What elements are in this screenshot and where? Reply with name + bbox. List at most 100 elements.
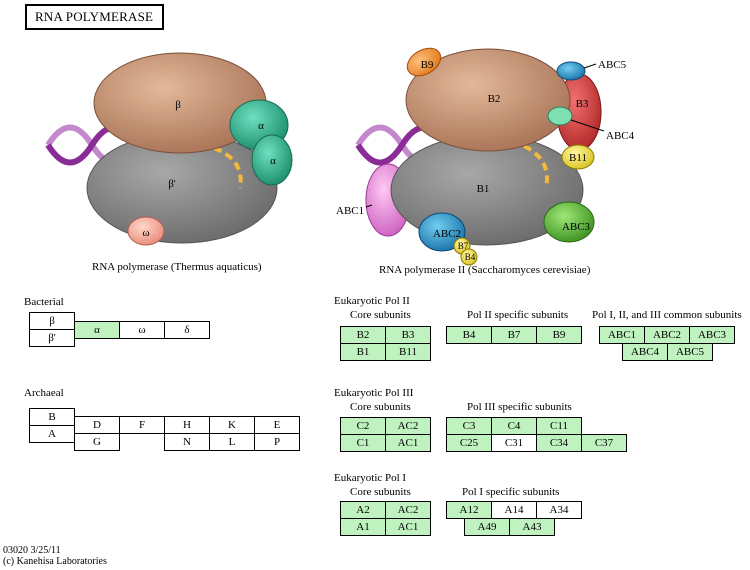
bacterial-table-title: Bacterial (24, 296, 64, 308)
b2-label: B2 (488, 93, 501, 105)
subunit-box[interactable]: H (164, 416, 210, 434)
subunit-box[interactable]: C1 (340, 434, 386, 452)
subunit-box[interactable]: E (254, 416, 300, 434)
subunit-box[interactable]: β (29, 312, 75, 330)
subunit-box[interactable]: A49 (464, 518, 510, 536)
b2-subunit (405, 48, 571, 152)
b1-label: B1 (477, 183, 490, 195)
subunit-box[interactable]: B2 (340, 326, 386, 344)
subunit-box[interactable]: C25 (446, 434, 492, 452)
pol3-table-title: Eukaryotic Pol III (334, 387, 414, 399)
subunit-box[interactable]: N (164, 433, 210, 451)
subunit-box[interactable]: AC2 (385, 501, 431, 519)
subunit-box[interactable]: B (29, 408, 75, 426)
subunit-box[interactable]: A14 (491, 501, 537, 519)
pol1-specific-subunits-title: Pol I specific subunits (462, 486, 560, 498)
abc3-subunit (543, 201, 595, 243)
subunit-box[interactable]: ABC1 (599, 326, 645, 344)
subunit-box[interactable]: A43 (509, 518, 555, 536)
subunit-box[interactable]: F (119, 416, 165, 434)
b9-label: B9 (421, 59, 434, 71)
alpha-subunit-2 (251, 134, 293, 186)
omega-subunit (127, 216, 165, 246)
abc3-label: ABC3 (562, 221, 591, 233)
b4-label: B4 (465, 252, 476, 262)
subunit-box[interactable]: C4 (491, 417, 537, 435)
subunit-box[interactable]: C31 (491, 434, 537, 452)
b4-subunit (460, 248, 478, 266)
abc4-subunit (547, 106, 573, 126)
subunit-box[interactable]: A2 (340, 501, 386, 519)
abc5-subunit (556, 61, 586, 81)
bacterial-polymerase-diagram: β β' α α ω (45, 52, 293, 246)
eukaryotic-polymerase-diagram: B2 B1 B9 ABC5 B3 ABC4 B11 ABC1 ABC2 ABC3… (336, 47, 635, 266)
beta-label: β (175, 99, 181, 111)
subunit-box[interactable]: α (74, 321, 120, 339)
subunit-box[interactable]: C3 (446, 417, 492, 435)
pol2-table-title: Eukaryotic Pol II (334, 295, 410, 307)
subunit-box[interactable]: A34 (536, 501, 582, 519)
abc1-label: ABC1 (336, 205, 364, 217)
subunit-box[interactable]: β' (29, 329, 75, 347)
subunit-box[interactable]: K (209, 416, 255, 434)
eukaryotic-diagram-caption: RNA polymerase II (Saccharomyces cerevis… (379, 264, 591, 276)
subunit-box[interactable]: A (29, 425, 75, 443)
b7-label: B7 (458, 241, 469, 251)
subunit-box[interactable]: C11 (536, 417, 582, 435)
subunit-box[interactable]: C34 (536, 434, 582, 452)
b11-subunit (561, 144, 595, 170)
pol3-specific-subunits-title: Pol III specific subunits (467, 401, 572, 413)
subunit-box[interactable]: ω (119, 321, 165, 339)
rna-transcript (523, 144, 549, 189)
subunit-box[interactable]: B9 (536, 326, 582, 344)
abc1-leader (365, 204, 373, 208)
footer-copyright: (c) Kanehisa Laboratories (3, 556, 107, 567)
subunit-box[interactable]: A1 (340, 518, 386, 536)
subunit-box[interactable]: B11 (385, 343, 431, 361)
abc2-subunit (418, 212, 466, 252)
subunit-box[interactable]: C37 (581, 434, 627, 452)
pol1-table-title: Eukaryotic Pol I (334, 472, 407, 484)
subunit-box[interactable]: G (74, 433, 120, 451)
alpha-label-2: α (270, 155, 276, 167)
alpha-label-1: α (258, 120, 264, 132)
footer-map-id: 03020 3/25/11 (3, 545, 61, 556)
b11-label: B11 (569, 152, 587, 164)
subunit-box[interactable]: AC1 (385, 434, 431, 452)
polymerase-illustrations: β β' α α ω B2 B1 B9 ABC5 B3 ABC4 B11 ABC… (45, 47, 635, 266)
subunit-box[interactable]: C2 (340, 417, 386, 435)
subunit-box[interactable]: A12 (446, 501, 492, 519)
subunit-box[interactable]: B3 (385, 326, 431, 344)
page-title: RNA POLYMERASE (25, 4, 164, 30)
pol3-core-subunits-title: Core subunits (350, 401, 411, 413)
subunit-box[interactable]: B1 (340, 343, 386, 361)
subunit-box[interactable]: P (254, 433, 300, 451)
pol2-specific-subunits-title: Pol II specific subunits (467, 309, 569, 321)
abc5-leader (583, 63, 597, 69)
subunit-box[interactable]: B4 (446, 326, 492, 344)
bacterial-diagram-caption: RNA polymerase (Thermus aquaticus) (92, 261, 262, 273)
subunit-box[interactable]: ABC4 (622, 343, 668, 361)
pol1-core-subunits-title: Core subunits (350, 486, 411, 498)
subunit-box[interactable]: L (209, 433, 255, 451)
abc2-label: ABC2 (433, 228, 461, 240)
b3-label: B3 (576, 98, 589, 110)
abc4-leader (570, 119, 605, 132)
archaeal-table-title: Archaeal (24, 387, 64, 399)
beta-prime-label: β' (168, 178, 176, 190)
subunit-box[interactable]: D (74, 416, 120, 434)
subunit-box[interactable]: δ (164, 321, 210, 339)
pol2-core-subunits-title: Core subunits (350, 309, 411, 321)
abc5-label: ABC5 (598, 59, 627, 71)
rna-transcript (213, 146, 243, 189)
omega-label: ω (142, 227, 149, 239)
subunit-box[interactable]: ABC3 (689, 326, 735, 344)
subunit-box[interactable]: AC2 (385, 417, 431, 435)
subunit-box[interactable]: AC1 (385, 518, 431, 536)
b9-subunit (406, 47, 442, 77)
subunit-box[interactable]: ABC2 (644, 326, 690, 344)
abc4-label: ABC4 (606, 130, 635, 142)
subunit-box[interactable]: B7 (491, 326, 537, 344)
subunit-box[interactable]: ABC5 (667, 343, 713, 361)
common-subunits-title: Pol I, II, and III common subunits (592, 309, 742, 321)
